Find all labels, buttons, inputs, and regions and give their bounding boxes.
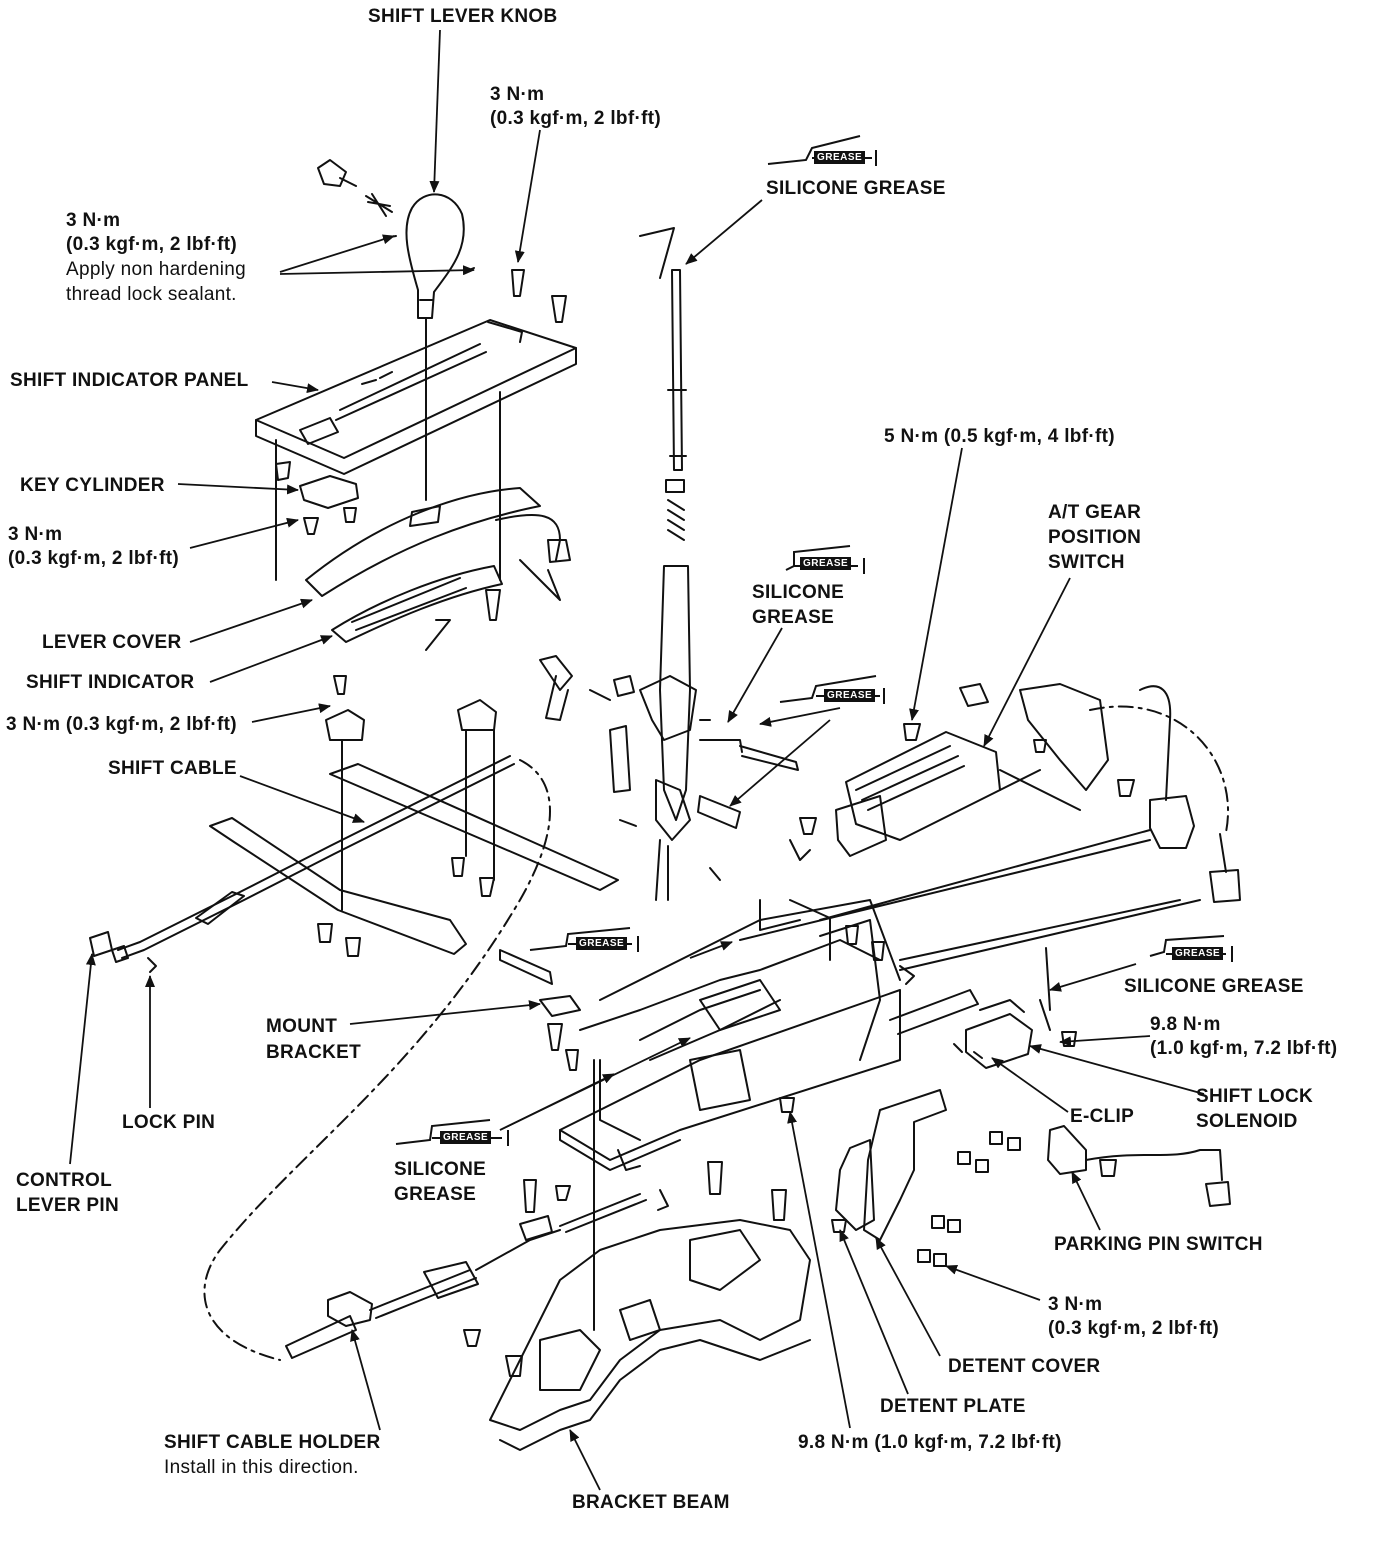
label-eclip: E-CLIP [1070,1106,1135,1127]
label-lever-cover: LEVER COVER [42,632,182,653]
shift-lever-knob-part [317,159,475,319]
label-mount-bracket-2: BRACKET [266,1042,361,1063]
label-shift-cable-holder: SHIFT CABLE HOLDER [164,1432,381,1453]
lever-cover-part [305,487,571,601]
label-knob-torque-1: 3 N·m [66,210,121,231]
label-detent-torque-1: 3 N·m [1048,1294,1103,1315]
label-parking-pin-switch: PARKING PIN SWITCH [1054,1234,1263,1255]
grease-tag-right: GREASE [1172,947,1224,960]
label-shift-indicator-panel: SHIFT INDICATOR PANEL [10,370,249,391]
parking-pin-switch-part [917,1125,1231,1267]
connector-harness-part [1089,685,1241,903]
label-silicone-bottom-2: GREASE [394,1184,477,1205]
bracket-beam-part [463,1059,811,1451]
crossmember-part [209,699,619,957]
label-silicone-grease-top: SILICONE GREASE [766,178,946,199]
label-key-torque-1: 3 N·m [8,524,63,545]
shift-indicator-part [331,565,503,695]
shift-cable-holder-part [285,1193,647,1359]
label-mount-bracket-1: MOUNT [266,1016,338,1037]
shift-lock-solenoid-part [953,999,1077,1069]
label-bracket-beam: BRACKET BEAM [572,1492,730,1513]
shift-lever-part [539,227,799,901]
shift-cable-part [89,755,515,973]
label-shift-lock-2: SOLENOID [1196,1111,1298,1132]
label-bottom-torque: 9.8 N·m (1.0 kgf·m, 7.2 lbf·ft) [798,1432,1062,1453]
label-silicone-mid-1: SILICONE [752,582,845,603]
label-detent-torque-2: (0.3 kgf·m, 2 lbf·ft) [1048,1318,1219,1339]
label-detent-cover: DETENT COVER [948,1356,1101,1377]
label-shift-cable: SHIFT CABLE [108,758,237,779]
gear-position-switch-part [789,683,1135,861]
label-key-cylinder: KEY CYLINDER [20,475,165,496]
label-knob-note-1: Apply non hardening [66,259,247,280]
label-at-gear-1: A/T GEAR [1048,502,1142,523]
grease-tag-top: GREASE [814,151,866,164]
label-at-gear-3: SWITCH [1048,552,1125,573]
label-solenoid-torque-2: (1.0 kgf·m, 7.2 lbf·ft) [1150,1038,1338,1059]
label-control-lever-1: CONTROL [16,1170,113,1191]
label-five-nm: 5 N·m (0.5 kgf·m, 4 lbf·ft) [884,426,1115,447]
label-silicone-bottom-1: SILICONE [394,1159,487,1180]
main-bracket-assembly [499,829,1201,1211]
label-torque-top-2: (0.3 kgf·m, 2 lbf·ft) [490,108,661,129]
label-at-gear-2: POSITION [1048,527,1142,548]
label-indicator-torque: 3 N·m (0.3 kgf·m, 2 lbf·ft) [6,714,237,735]
label-control-lever-2: LEVER PIN [16,1195,119,1216]
label-lock-pin: LOCK PIN [122,1112,216,1133]
label-shift-lock-1: SHIFT LOCK [1196,1086,1313,1107]
label-shift-indicator: SHIFT INDICATOR [26,672,195,693]
label-knob-note-2: thread lock sealant. [66,284,237,305]
grease-tag-bottom: GREASE [440,1131,492,1144]
label-silicone-mid-2: GREASE [752,607,835,628]
label-torque-top-1: 3 N·m [490,84,545,105]
label-knob-torque-2: (0.3 kgf·m, 2 lbf·ft) [66,234,237,255]
shift-indicator-panel-part [255,317,577,501]
label-shift-lever-knob: SHIFT LEVER KNOB [368,6,558,27]
key-cylinder-part [275,269,567,581]
cable-route-line [203,759,551,1361]
label-detent-plate: DETENT PLATE [880,1396,1026,1417]
grease-tag-right-upper: GREASE [824,689,876,702]
label-install-direction: Install in this direction. [164,1457,359,1478]
detent-plate-part [831,1089,947,1241]
grease-tag-center: GREASE [576,937,628,950]
label-key-torque-2: (0.3 kgf·m, 2 lbf·ft) [8,548,179,569]
label-silicone-right: SILICONE GREASE [1124,976,1304,997]
grease-tag-mid: GREASE [800,557,852,570]
leader-lines [69,29,1205,1491]
label-solenoid-torque-1: 9.8 N·m [1150,1014,1221,1035]
